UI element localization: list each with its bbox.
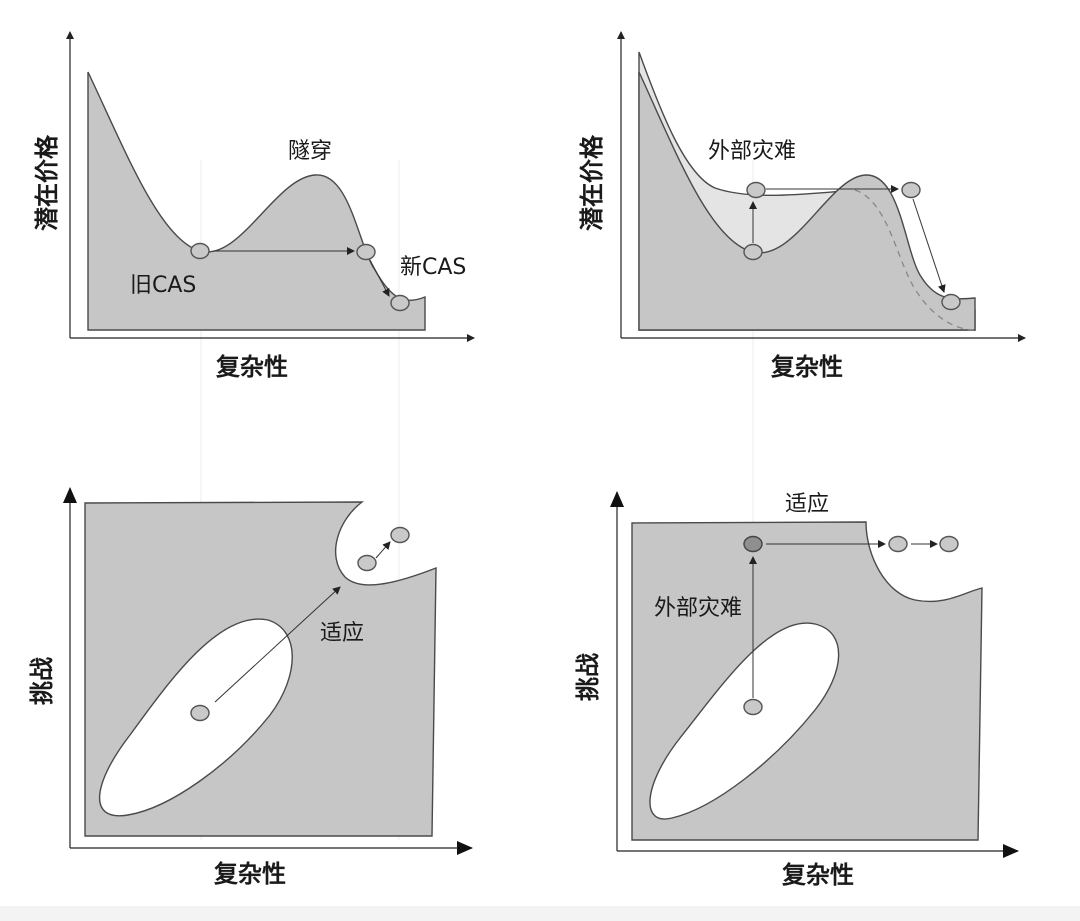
label-external-catastrophe: 外部灾难	[708, 139, 796, 164]
final-ball	[941, 293, 961, 311]
y-axis-label: 潜在价格	[33, 134, 61, 231]
x-axis-label: 复杂性	[770, 353, 843, 381]
bottom-strip	[0, 906, 1080, 921]
descent-arrow	[912, 198, 946, 293]
shifted-ball	[901, 181, 921, 199]
panel-top-left: 隧穿 旧CAS 新CAS 潜在价格 复杂性	[33, 31, 475, 381]
start-ball	[190, 704, 210, 722]
panel-top-right: 外部灾难 潜在价格 复杂性	[578, 31, 1026, 381]
intermediate-ball	[356, 243, 376, 261]
descent-arrow	[369, 259, 390, 297]
new-cas-ball	[390, 294, 410, 312]
panel-bottom-left: 适应 挑战 复杂性	[28, 487, 473, 888]
lifted-ball	[743, 535, 763, 553]
y-axis-label: 挑战	[574, 653, 602, 701]
potential-landscape	[87, 71, 426, 331]
next-ball	[390, 526, 410, 544]
original-ball	[743, 243, 763, 261]
old-cas-ball	[190, 242, 210, 260]
next-step-arrow	[375, 541, 391, 559]
x-axis-label: 复杂性	[781, 861, 854, 889]
raised-ball	[746, 181, 766, 199]
label-old-cas: 旧CAS	[130, 273, 196, 298]
label-new-cas: 新CAS	[400, 255, 466, 280]
adapted-ball	[357, 554, 377, 572]
label-tunnel: 隧穿	[288, 139, 332, 164]
label-adapt: 适应	[320, 621, 364, 646]
x-axis-label: 复杂性	[215, 353, 288, 381]
next-ball	[939, 535, 959, 553]
x-axis-label: 复杂性	[213, 860, 286, 888]
dashed-raised-profile	[854, 189, 976, 331]
adaptation-basin	[649, 622, 840, 820]
adapted-ball	[888, 535, 908, 553]
start-ball	[743, 698, 763, 716]
y-axis-label: 潜在价格	[578, 134, 606, 231]
panel-bottom-right: 适应 外部灾难 挑战 复杂性	[574, 491, 1019, 889]
y-axis-label: 挑战	[28, 657, 56, 705]
adapt-arrow	[214, 586, 341, 703]
original-landscape	[638, 71, 976, 331]
label-adapt: 适应	[785, 492, 829, 517]
label-external-catastrophe: 外部灾难	[654, 596, 742, 621]
